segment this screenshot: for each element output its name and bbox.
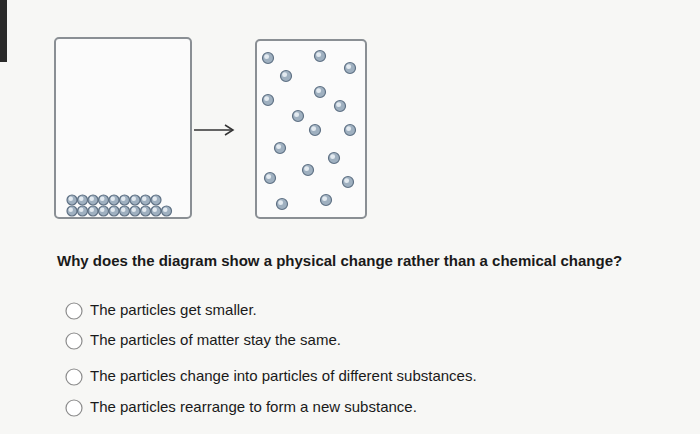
- particle-highlight: [111, 208, 116, 213]
- particle-highlight: [111, 197, 116, 202]
- solid-container: [55, 38, 191, 218]
- particle: [99, 206, 109, 216]
- particle-highlight: [90, 208, 95, 213]
- particle: [130, 195, 140, 205]
- radio-button: [66, 333, 82, 349]
- gas-container: [256, 40, 366, 218]
- particle-highlight: [278, 200, 283, 205]
- particle: [67, 206, 77, 216]
- particle-highlight: [142, 208, 147, 213]
- particle: [310, 125, 321, 136]
- particle-highlight: [304, 166, 309, 171]
- radio-button: [66, 400, 82, 416]
- particle: [109, 206, 119, 216]
- particle: [130, 206, 140, 216]
- particle-highlight: [100, 197, 105, 202]
- particle-highlight: [330, 154, 335, 159]
- particle-highlight: [121, 197, 126, 202]
- particle-highlight: [69, 208, 74, 213]
- particle: [109, 195, 119, 205]
- particle-highlight: [264, 96, 269, 101]
- particle-highlight: [79, 197, 84, 202]
- particle: [263, 53, 274, 64]
- particle-highlight: [322, 196, 327, 201]
- change-arrowhead: [225, 125, 233, 135]
- particle-highlight: [153, 197, 158, 202]
- radio-button: [66, 303, 82, 319]
- particle: [277, 199, 288, 210]
- change-arrow: [194, 129, 232, 131]
- particle-highlight: [90, 197, 95, 202]
- answer-option: The particles change into particles of d…: [90, 366, 477, 386]
- particle-highlight: [344, 178, 349, 183]
- particle-highlight: [79, 208, 84, 213]
- particle: [303, 165, 314, 176]
- particle: [345, 125, 356, 136]
- particle: [343, 177, 354, 188]
- particle-highlight: [316, 88, 321, 93]
- particle: [120, 206, 130, 216]
- particle: [78, 195, 88, 205]
- radio-buttons: [66, 303, 82, 416]
- question-text: Why does the diagram show a physical cha…: [57, 251, 622, 271]
- particle: [120, 195, 130, 205]
- particle: [99, 195, 109, 205]
- particle: [321, 195, 332, 206]
- particle: [162, 206, 172, 216]
- particle-highlight: [100, 208, 105, 213]
- particle: [293, 111, 304, 122]
- radio-button: [66, 369, 82, 385]
- particle: [78, 206, 88, 216]
- particle-highlight: [121, 208, 126, 213]
- particle: [335, 101, 346, 112]
- particle-highlight: [142, 197, 147, 202]
- particle-highlight: [311, 126, 316, 131]
- particle: [263, 95, 274, 106]
- particle-highlight: [276, 144, 281, 149]
- particle-highlight: [153, 208, 158, 213]
- particle-highlight: [282, 72, 287, 77]
- particle: [315, 87, 326, 98]
- answer-option: The particles of matter stay the same.: [90, 330, 341, 350]
- particle: [315, 51, 326, 62]
- particle: [151, 195, 161, 205]
- particle: [265, 173, 276, 184]
- particle-highlight: [336, 102, 341, 107]
- particle-highlight: [163, 208, 168, 213]
- particle: [329, 153, 340, 164]
- particle-highlight: [132, 197, 137, 202]
- answer-option: The particles rearrange to form a new su…: [90, 397, 417, 417]
- particle: [88, 206, 98, 216]
- particle: [88, 195, 98, 205]
- edge-bar: [0, 0, 7, 62]
- particle: [275, 143, 286, 154]
- answer-option: The particles get smaller.: [90, 300, 257, 320]
- particle: [67, 195, 77, 205]
- particle-highlight: [69, 197, 74, 202]
- particle-highlight: [132, 208, 137, 213]
- particle: [141, 206, 151, 216]
- particle-highlight: [294, 112, 299, 117]
- particle: [151, 206, 161, 216]
- particle: [141, 195, 151, 205]
- scattered-particles: [263, 51, 356, 210]
- particle-highlight: [266, 174, 271, 179]
- particle-highlight: [346, 64, 351, 69]
- particle-highlight: [316, 52, 321, 57]
- particle: [345, 63, 356, 74]
- particle-highlight: [346, 126, 351, 131]
- particle-highlight: [264, 54, 269, 59]
- packed-particles: [67, 195, 172, 216]
- particle: [281, 71, 292, 82]
